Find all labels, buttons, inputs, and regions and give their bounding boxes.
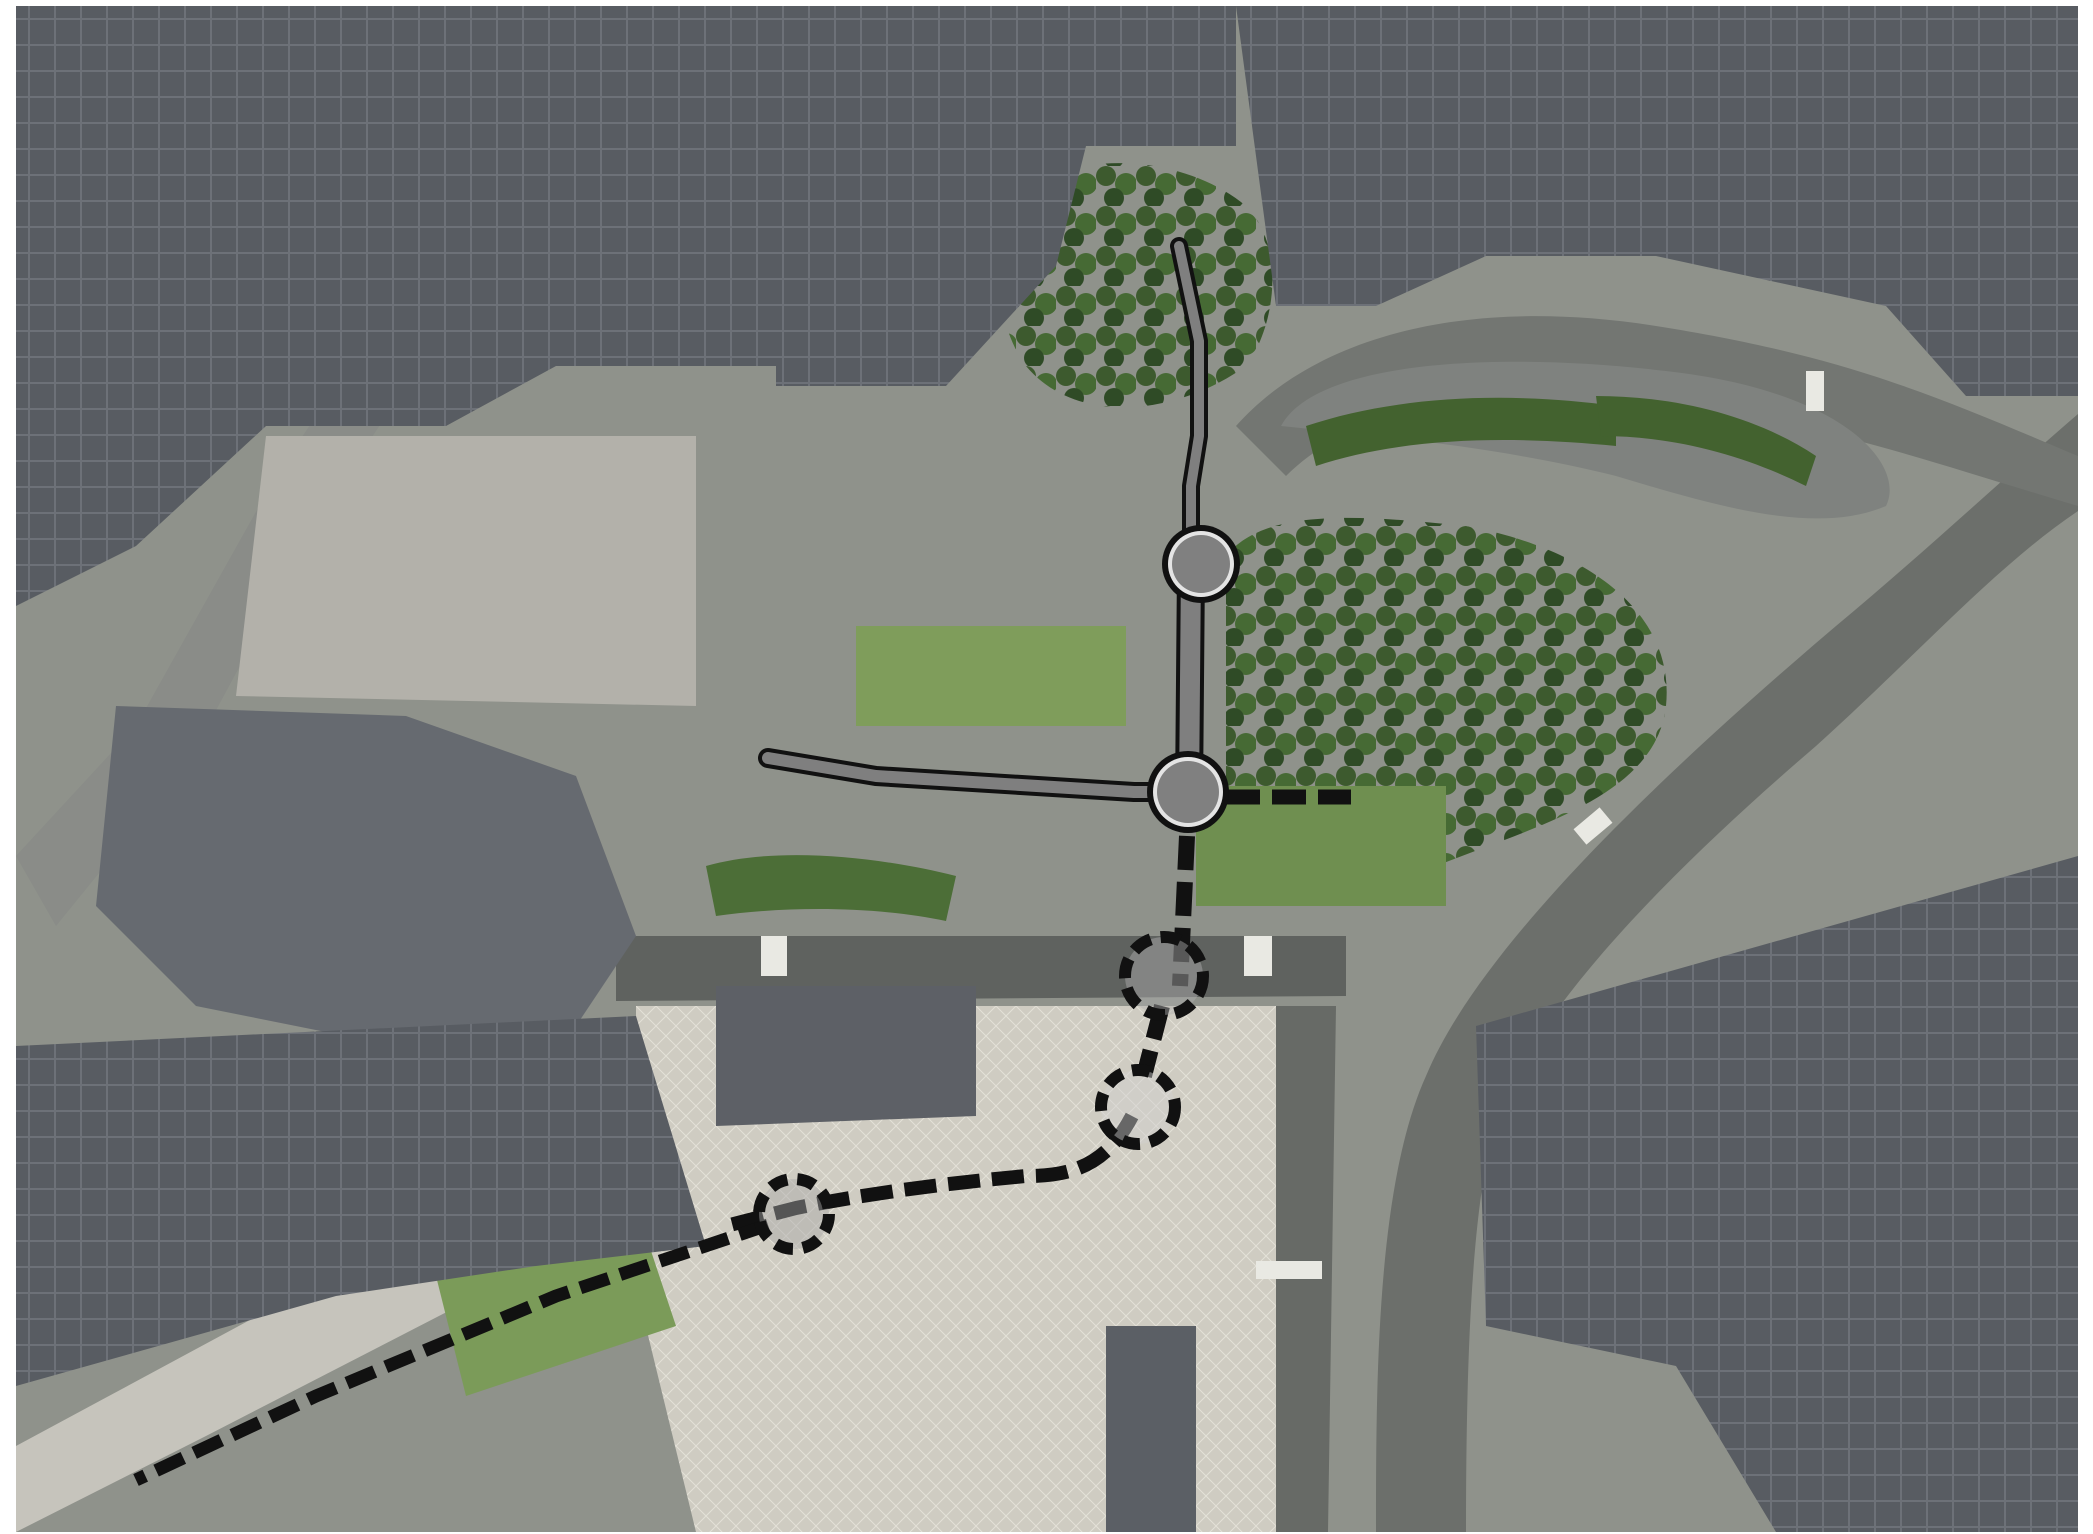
planned-route-south-west [133,1218,771,1486]
main-road-east [1376,414,2078,1532]
crosswalks [761,371,1824,1279]
existing-route-north-fill [1174,241,1204,571]
planned-node-southwest[interactable] [753,1173,835,1255]
tower-block-south [1106,1326,1196,1532]
map-canvas[interactable] [16,6,2078,1532]
lawn-formal-garden [856,626,1126,726]
existing-node-junction[interactable] [1147,751,1229,833]
route-nodes [753,525,1240,1255]
tree-row-north [1306,397,1616,466]
buildings-north-east [1236,6,2078,396]
buildings-south-east [1476,856,2078,1532]
buildings-south-west [16,1016,706,1386]
tree-row-north-east [1596,396,1816,486]
buildings-north-center [776,6,1236,386]
lawn-east [1196,786,1446,906]
planned-route-south-segment [1172,835,1195,987]
west-square [236,436,696,706]
aerial-map[interactable] [16,6,2078,1532]
avenue-central [616,936,1346,1001]
south-promenade [16,1206,536,1532]
planned-node-plaza[interactable] [1095,1064,1181,1150]
tree-row-south [706,855,956,921]
buildings-south-center [716,986,976,1126]
buildings-north-west [16,6,776,606]
existing-node-north[interactable] [1162,525,1240,603]
north-curve-road [1236,316,2078,506]
planned-node-road[interactable] [1119,931,1209,1021]
cathedral-complex [96,706,636,1046]
